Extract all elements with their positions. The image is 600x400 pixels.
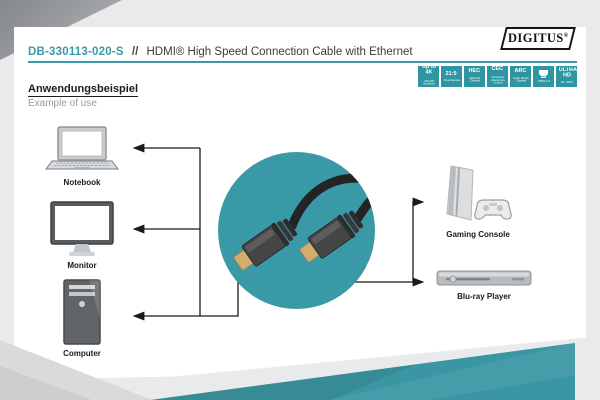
badge-label: Up to 4K [421,66,436,76]
device-label: Computer [63,349,101,358]
bluray-player-icon [436,270,532,286]
badge-sublabel: Audio Return Channel [512,76,529,83]
badge-cec: CEC Consumer Electronics Control [487,66,508,87]
product-code: DB-330113-020-S [28,46,124,58]
badge-hdmi-version: HDMI 2.0 [533,66,554,87]
device-computer: Computer [42,279,122,358]
hdmi-connector-right [299,210,364,263]
header-rule [28,61,577,63]
badge-ultra-hd: ULTRA HD 4K / 30Hz [556,66,577,87]
device-bluray-player: Blu-ray Player [434,268,534,301]
device-label: Blu-ray Player [457,292,511,301]
feature-badges: Up to 4K Ultra HD resolution 21:9 Cinema… [418,66,577,87]
badge-label: 21:9 [445,70,458,77]
badge-sublabel: Ethernet Channel [469,76,480,83]
header-separator: // [131,46,139,58]
device-monitor: Monitor [42,201,122,270]
badge-label: ULTRA HD [558,67,577,79]
device-label: Gaming Console [446,230,510,239]
badge-arc: ARC Audio Return Channel [510,66,531,87]
page-header: DB-330113-020-S // HDMI® High Speed Conn… [28,46,413,58]
device-label: Notebook [63,178,101,187]
badge-sublabel: Cinemascope [443,78,460,82]
badge-sublabel: 4K / 30Hz [560,80,573,85]
badge-label: CEC [491,66,504,72]
monitor-icon [50,201,114,256]
device-notebook: Notebook [38,126,126,187]
section-heading-english: Example of use [28,98,97,109]
hdmi-plug-icon [539,70,548,78]
hdmi-cable-photo [218,152,375,309]
device-gaming-console: Gaming Console [432,164,524,239]
badge-21-9: 21:9 Cinemascope [441,66,462,87]
gamepad-icon [474,199,512,220]
notebook-icon [44,126,120,170]
badge-up-to-4k: Up to 4K Ultra HD resolution [418,66,439,87]
hdmi-connector-left [233,218,298,271]
computer-tower-icon [63,279,101,345]
badge-sublabel: Consumer Electronics Control [490,75,505,85]
badge-label: ARC [514,68,527,74]
section-heading-german: Anwendungsbeispiel [28,83,139,97]
badge-sublabel: Ultra HD resolution [422,79,435,86]
badge-label: HEC [468,68,481,74]
badge-hec: HEC Ethernet Channel [464,66,485,87]
gaming-console-icon [446,165,512,221]
device-label: Monitor [67,261,97,270]
hdmi-cable-illustration [233,173,375,271]
badge-sublabel: HDMI 2.0 [537,79,550,83]
product-title: HDMI® High Speed Connection Cable with E… [146,46,413,58]
